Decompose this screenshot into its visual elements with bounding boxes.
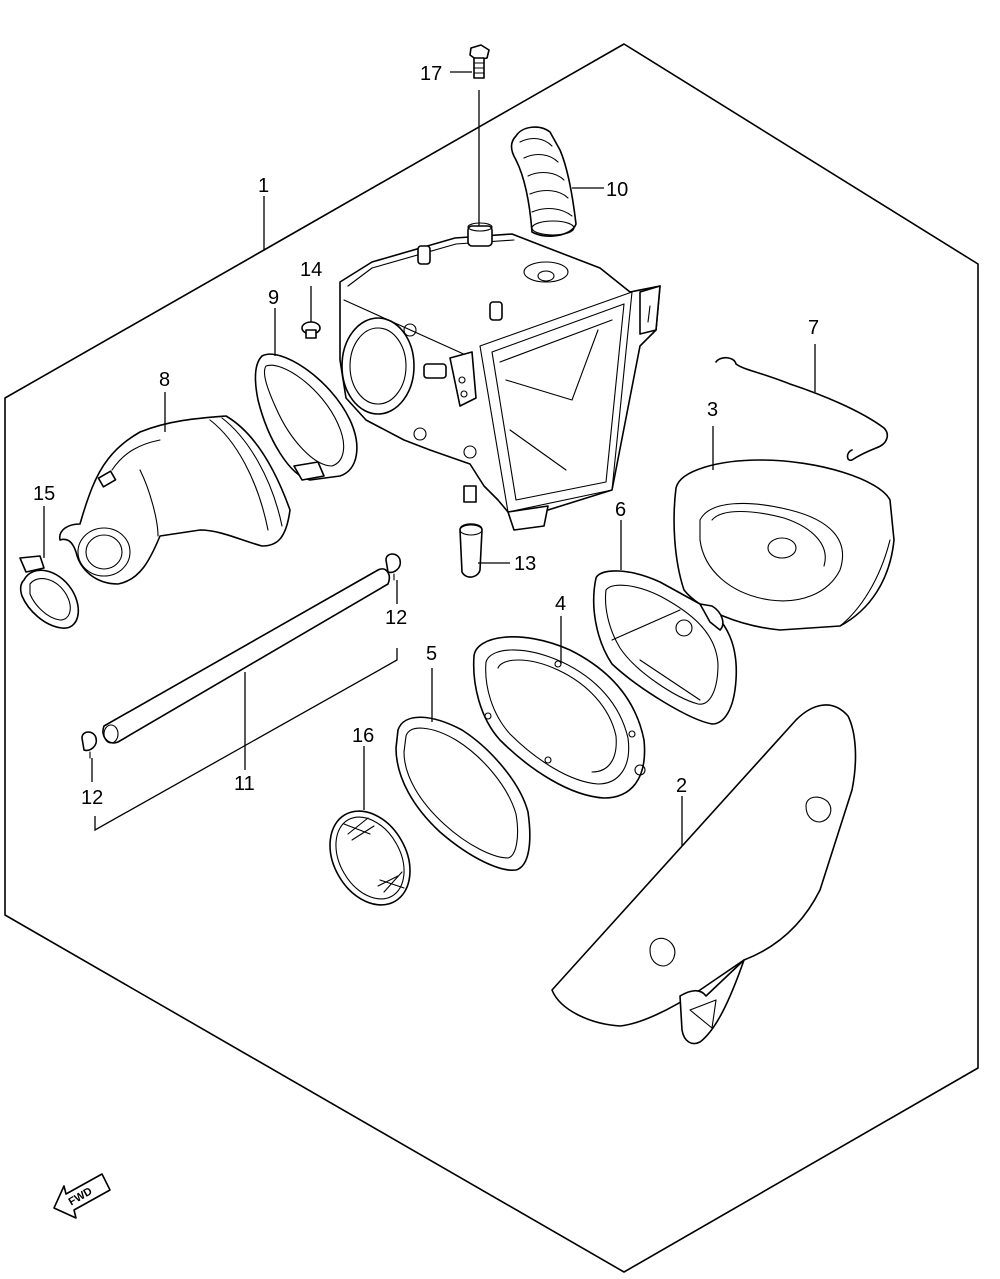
part-16-screen [329, 810, 411, 906]
part-7-seal [715, 356, 889, 462]
part-15-clamp [19, 555, 80, 629]
callout-13: 13 [514, 553, 536, 575]
part-6-filter-holder [592, 570, 738, 725]
part-9-clamp [254, 353, 358, 481]
part-13-drain-plug [459, 523, 483, 578]
callout-17: 17 [420, 63, 442, 85]
part-17-bolt [469, 44, 490, 79]
callout-11: 11 [234, 773, 255, 795]
part-4-filter-cap [472, 636, 646, 799]
callout-16: 16 [352, 725, 374, 747]
callout-12-lower: 12 [81, 787, 103, 809]
callout-5: 5 [426, 643, 437, 665]
callout-4: 4 [555, 593, 566, 615]
callout-3: 3 [707, 399, 718, 421]
callout-10: 10 [606, 179, 628, 201]
callout-9: 9 [268, 287, 279, 309]
assembly-boundary [4, 43, 979, 1273]
part-14-screw [301, 321, 321, 339]
callout-12-upper: 12 [385, 607, 407, 629]
callout-1: 1 [258, 175, 269, 197]
callout-8: 8 [159, 369, 170, 391]
callout-6: 6 [615, 499, 626, 521]
callout-7: 7 [808, 317, 819, 339]
callout-15: 15 [33, 483, 55, 505]
callout-14: 14 [300, 259, 322, 281]
part-2-cover [551, 704, 857, 1045]
part-10-breather-hose [510, 126, 577, 237]
part-8-intake-boot [58, 415, 291, 585]
part-11-drain-hose [102, 568, 391, 744]
part-1-air-cleaner-case [339, 222, 661, 531]
part-12-clip-upper [385, 553, 402, 581]
part-12-clip-lower [81, 731, 98, 759]
part-3-filter-element [673, 459, 895, 631]
part-5-gasket [395, 716, 531, 871]
bracket-11-12 [94, 648, 398, 832]
callout-2: 2 [676, 775, 687, 797]
fwd-direction-arrow: FWD [53, 1173, 111, 1219]
